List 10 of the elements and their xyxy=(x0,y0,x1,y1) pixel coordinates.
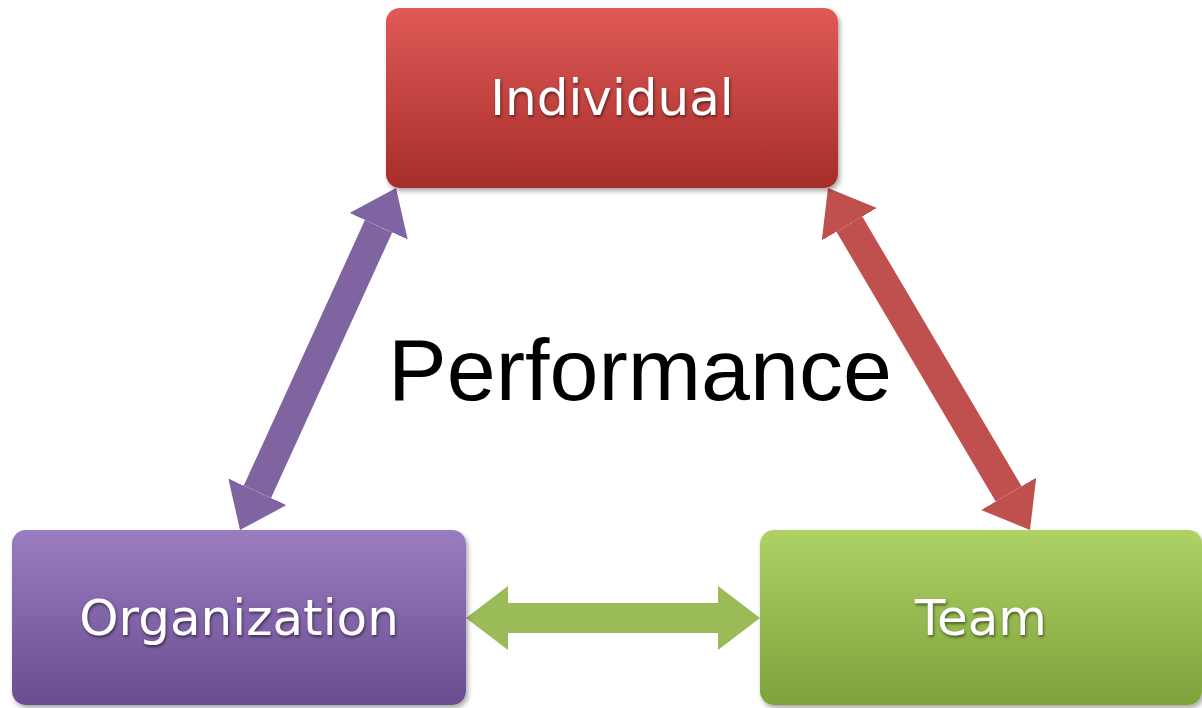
double-arrow xyxy=(466,586,760,650)
node-label: Individual xyxy=(490,69,734,127)
rounded-box xyxy=(760,530,1202,705)
rounded-box xyxy=(12,530,466,705)
double-arrow xyxy=(228,188,408,530)
node-label: Team xyxy=(914,588,1048,647)
center-title: Performance xyxy=(387,320,893,420)
node-label: Organization xyxy=(79,588,399,647)
rounded-box xyxy=(386,8,838,188)
double-arrow xyxy=(821,188,1037,530)
